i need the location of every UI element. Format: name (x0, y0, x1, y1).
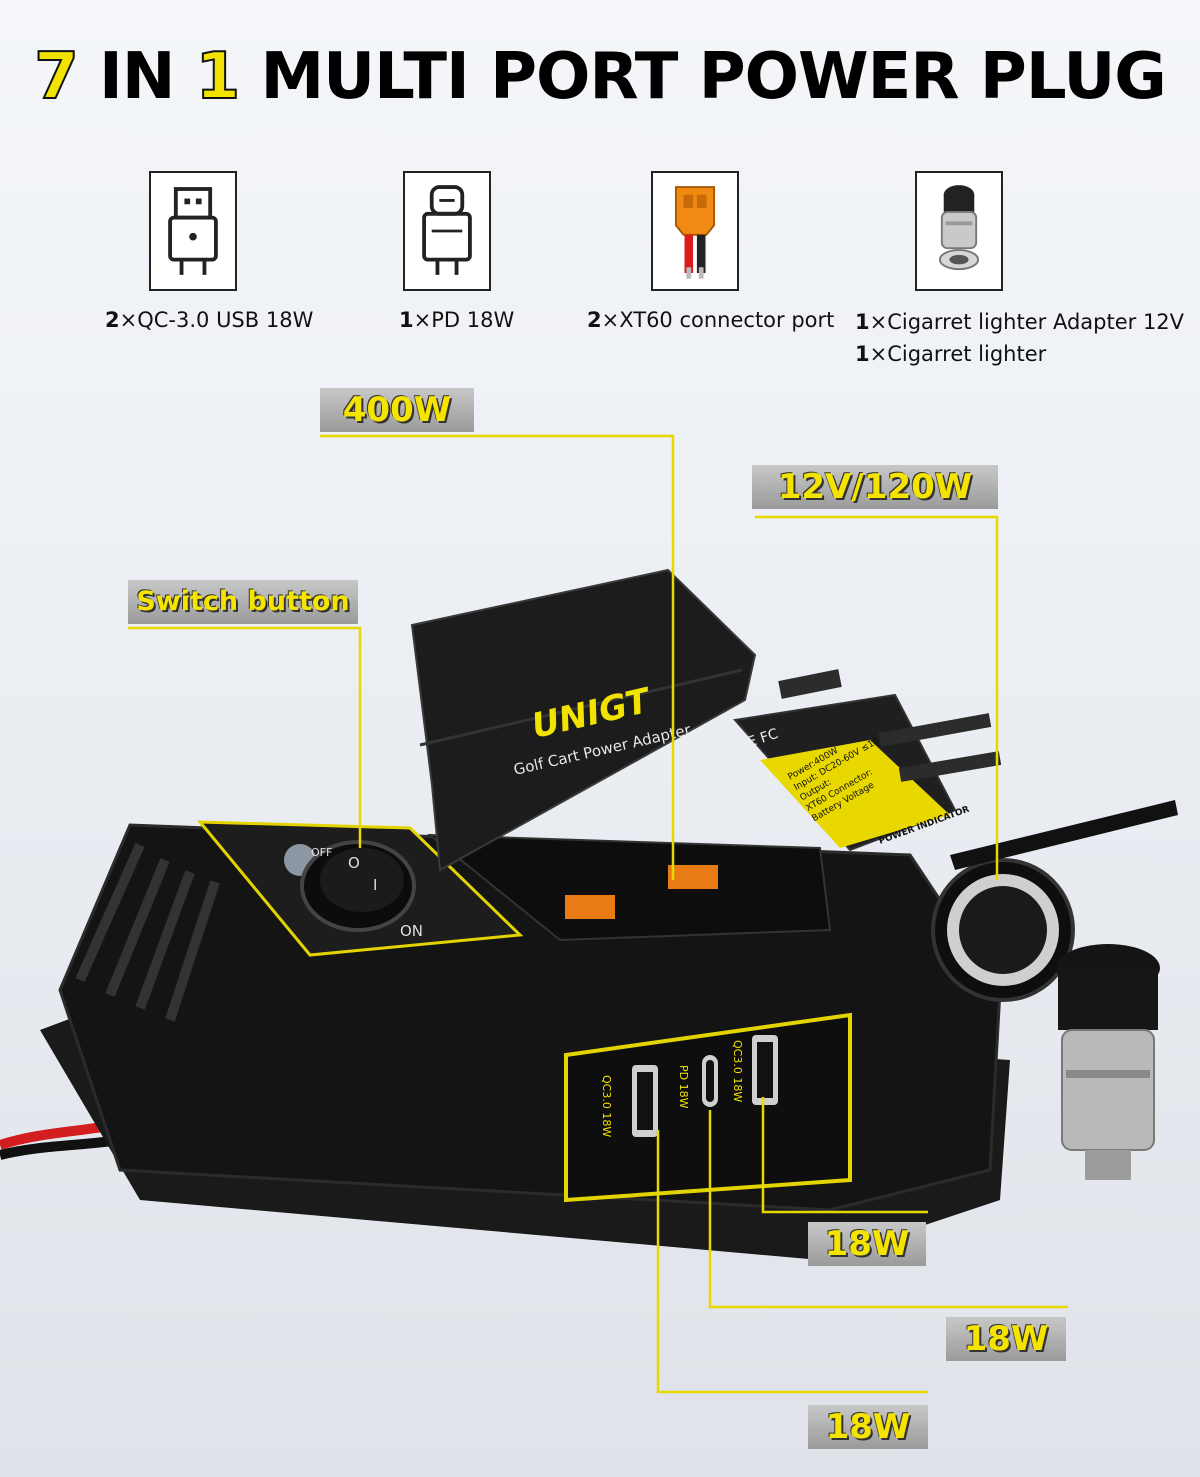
port-label-lighter-adapter: 1×Cigarret lighter Adapter 12V (855, 310, 1185, 334)
callout-lighter-power: 12V/120W (752, 465, 998, 509)
title-rest: MULTI PORT POWER PLUG (239, 40, 1166, 114)
title-number-1: 1 (195, 39, 241, 115)
line-switch (128, 626, 362, 848)
port-qc-right-label: QC3.0 18W (731, 1040, 744, 1102)
port-qc-left-label: QC3.0 18W (600, 1075, 613, 1137)
line-lighter (755, 515, 999, 880)
usb-a-icon (149, 171, 237, 291)
title-in: IN (77, 40, 196, 114)
port-label-xt60: 2×XT60 connector port (587, 308, 835, 332)
power-adapter-device: OFF ON O I UNIGT Golf Cart Power Adapter… (0, 568, 1178, 1260)
xt60-connector-icon (651, 171, 739, 291)
callout-usb-left-power: 18W (808, 1405, 928, 1449)
callout-pd-power: 18W (946, 1317, 1066, 1361)
rocker-o-mark: O (348, 854, 360, 872)
line-xt60 (320, 434, 675, 880)
rocker-i-mark: I (373, 876, 377, 894)
page-title: 7 IN 1 MULTI PORT POWER PLUG (0, 39, 1200, 115)
line-usb-left (656, 1130, 928, 1394)
port-label-lighter: 1×Cigarret lighter (855, 342, 1047, 366)
line-usb-right (761, 1097, 928, 1214)
switch-off-label: OFF (311, 846, 332, 859)
port-pd-label: PD 18W (677, 1065, 690, 1109)
callout-xt60-power: 400W (320, 388, 474, 432)
switch-on-label: ON (400, 922, 423, 940)
port-label-usb: 2×QC-3.0 USB 18W (105, 308, 314, 332)
usb-c-icon (403, 171, 491, 291)
port-label-pd: 1×PD 18W (399, 308, 515, 332)
callout-switch-button: Switch button (128, 580, 358, 624)
title-number-7: 7 (33, 39, 79, 115)
line-pd (708, 1110, 1068, 1309)
callout-usb-right-power: 18W (808, 1222, 926, 1266)
cigarette-lighter-icon (915, 171, 1003, 291)
